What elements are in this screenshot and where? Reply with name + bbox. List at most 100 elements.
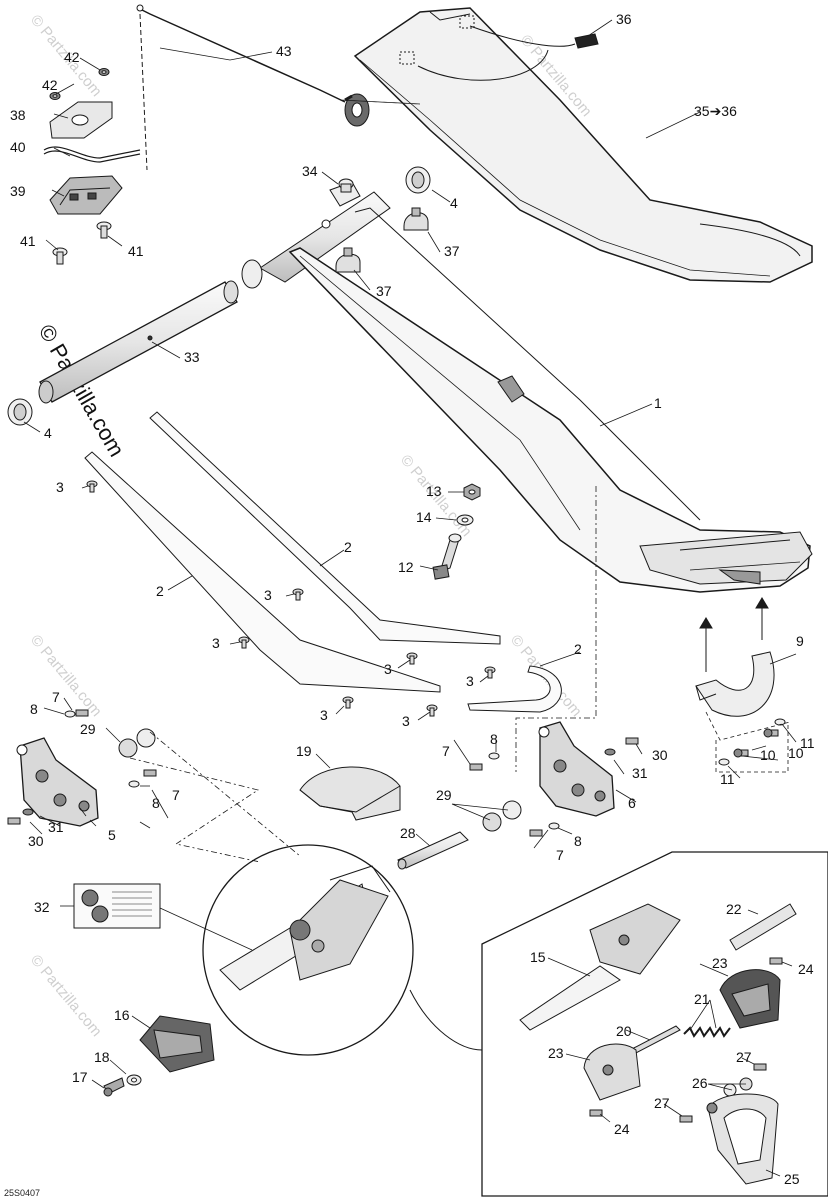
callout-13: 13 [426,483,442,499]
callout-14: 14 [416,509,432,525]
callout-7-b: 7 [172,787,180,803]
callout-29-a: 29 [80,721,96,737]
callout-3-d: 3 [384,661,392,677]
callout-3-f: 3 [320,707,328,723]
callout-24-b: 24 [614,1121,630,1137]
callout-37-b: 37 [376,283,392,299]
callout-36: 36 [616,11,632,27]
callout-34: 34 [302,163,318,179]
washer-8-left-a [64,710,76,718]
callout-3-e: 3 [466,673,474,689]
callout-41-a: 41 [20,233,36,249]
runner-2-b [149,411,501,645]
callout-30-a: 30 [28,833,44,849]
reference-lines [129,99,791,951]
housing-23-bottom [583,1043,641,1101]
bushing-4-left [7,398,33,426]
callout-32: 32 [34,899,50,915]
callout-3-g: 3 [402,713,410,729]
washer-42-b [49,92,61,100]
callout-22: 22 [726,901,742,917]
callout-15: 15 [530,949,546,965]
housing-23-top [719,969,781,1029]
screw-3-b [292,588,304,601]
screw-3-g [426,704,438,717]
plate-38 [49,101,113,139]
callout-2-b: 2 [156,583,164,599]
ski-bracket-5 [16,737,99,827]
screw-3-c [238,636,250,649]
callout-2-c: 2 [574,641,582,657]
callout-38: 38 [10,107,26,123]
fastener-10-11-group [718,718,786,766]
callout-29-b: 29 [436,787,452,803]
callout-42-b: 42 [42,77,58,93]
callout-8-a: 8 [30,701,38,717]
rubber-cushion-19 [299,766,401,821]
watermark-5: © Partzilla.com [27,952,105,1040]
callout-30-b: 30 [652,747,668,763]
callout-28: 28 [400,825,416,841]
callout-16: 16 [114,1007,130,1023]
push-rivet-41-b [96,221,112,239]
washer-42-a [98,68,110,76]
callout-23-a: 23 [712,955,728,971]
nut-31-left [22,808,34,816]
screw-27-b [679,1115,693,1123]
washer-8-left-b [128,780,140,788]
callout-9: 9 [796,633,804,649]
callout-31-b: 31 [632,765,648,781]
lever-25 [706,1093,779,1185]
callout-8-b: 8 [152,795,160,811]
nut-13 [463,483,481,501]
washer-11-b [718,758,730,766]
ski-frame-1 [241,181,813,593]
callout-2-a: 2 [344,539,352,555]
screw-3-d [406,652,418,665]
callout-35-36: 35➔36 [694,103,737,119]
stud-12 [432,533,462,580]
screw-10-b [733,748,749,758]
callout-43: 43 [276,43,292,59]
bolt-17 [103,1077,125,1097]
washer-18 [126,1074,142,1086]
callout-37-a: 37 [444,243,460,259]
bushing-4-right [405,166,431,194]
callout-27-a: 27 [736,1049,752,1065]
callout-7-c: 7 [442,743,450,759]
watermark-3: © Partzilla.com [27,632,105,720]
callout-labels: 43 36 35➔36 42 42 38 40 39 41 41 34 4 37… [4,11,815,1198]
runner-2-a [84,451,441,693]
callout-5: 5 [108,827,116,843]
screw-3-e [484,666,496,679]
callout-42-a: 42 [64,49,80,65]
arrows [699,597,769,672]
steering-tube-33 [38,280,239,404]
callout-7-d: 7 [556,847,564,863]
callout-4-left: 4 [44,425,52,441]
spring-clip-40 [43,146,141,163]
callout-26: 26 [692,1075,708,1091]
callout-20: 20 [616,1023,632,1039]
screw-27-a [753,1063,767,1071]
bolt-7-right-b [529,829,543,837]
screw-3-a [86,480,98,493]
grommet-34 [338,178,354,193]
callout-10-a: 10 [760,747,776,763]
washer-8-right-a [488,752,500,760]
bolt-30-right [625,737,639,745]
pin-28 [397,831,469,870]
handle-16 [139,1015,215,1073]
spring-21 [683,1026,731,1038]
bolt-7-left-b [143,769,157,777]
callout-8-d: 8 [574,833,582,849]
bolt-7-left-a [75,709,89,717]
diagram-code: 25S0407 [4,1188,40,1198]
callout-8-c: 8 [490,731,498,747]
callout-11-a: 11 [800,735,815,751]
callout-12: 12 [398,559,414,575]
push-rivet-41-a [52,247,68,265]
leader-lines [23,19,797,1177]
detail-zoom-circle [202,844,414,1056]
screw-3-f [342,696,354,709]
